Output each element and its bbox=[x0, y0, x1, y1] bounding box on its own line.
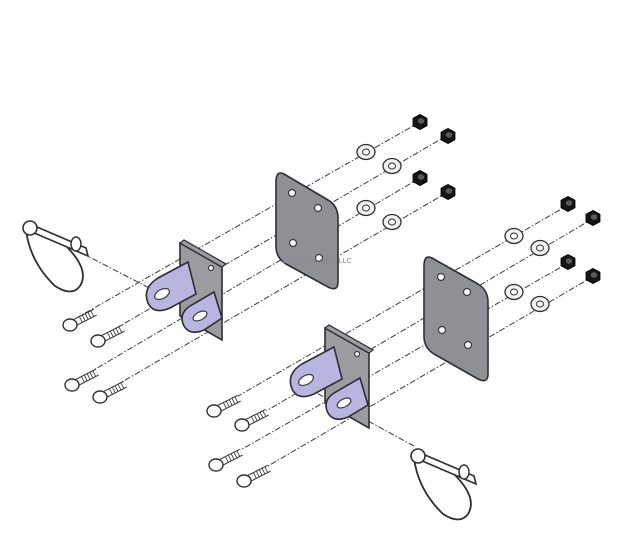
hex-nut bbox=[440, 184, 456, 200]
hex-nut bbox=[560, 254, 576, 270]
bracket-left bbox=[145, 239, 228, 342]
guide-line bbox=[299, 383, 415, 447]
washer bbox=[530, 239, 550, 257]
washer bbox=[504, 283, 524, 301]
hex-nut bbox=[412, 114, 428, 130]
backing-plate-left bbox=[275, 172, 339, 290]
bracket-right bbox=[289, 324, 375, 430]
guide-line bbox=[69, 177, 421, 385]
carriage-bolt bbox=[206, 394, 241, 418]
carriage-bolt bbox=[234, 408, 269, 432]
washer bbox=[356, 143, 376, 161]
hex-nut bbox=[585, 268, 601, 284]
carriage-bolt bbox=[90, 324, 125, 348]
hitch-pin-left bbox=[22, 220, 90, 293]
assembly-right bbox=[289, 256, 489, 521]
guide-line bbox=[97, 191, 449, 397]
hex-nut bbox=[440, 128, 456, 144]
flat-washers bbox=[356, 143, 550, 313]
guide-line bbox=[215, 261, 571, 465]
hex-nut bbox=[560, 196, 576, 212]
carriage-bolt bbox=[92, 380, 127, 404]
washer bbox=[382, 157, 402, 175]
watermark-text: copyright cozy LLC bbox=[282, 257, 352, 265]
carriage-bolts bbox=[62, 308, 271, 488]
washer bbox=[530, 295, 550, 313]
carriage-bolt bbox=[208, 448, 243, 472]
guide-line bbox=[65, 121, 421, 325]
hex-nuts bbox=[412, 114, 601, 284]
hitch-pin-right bbox=[410, 448, 478, 521]
washer bbox=[356, 199, 376, 217]
guide-line bbox=[243, 275, 595, 481]
hex-nut bbox=[585, 210, 601, 226]
guide-line bbox=[213, 203, 571, 411]
backing-plate-right bbox=[423, 256, 489, 382]
assembly-left bbox=[22, 172, 339, 342]
assembly-guide-lines bbox=[65, 121, 595, 481]
washer bbox=[504, 227, 524, 245]
carriage-bolt bbox=[62, 308, 97, 332]
carriage-bolt bbox=[64, 368, 99, 392]
hex-nut bbox=[412, 170, 428, 186]
carriage-bolt bbox=[236, 464, 271, 488]
washer bbox=[382, 213, 402, 231]
